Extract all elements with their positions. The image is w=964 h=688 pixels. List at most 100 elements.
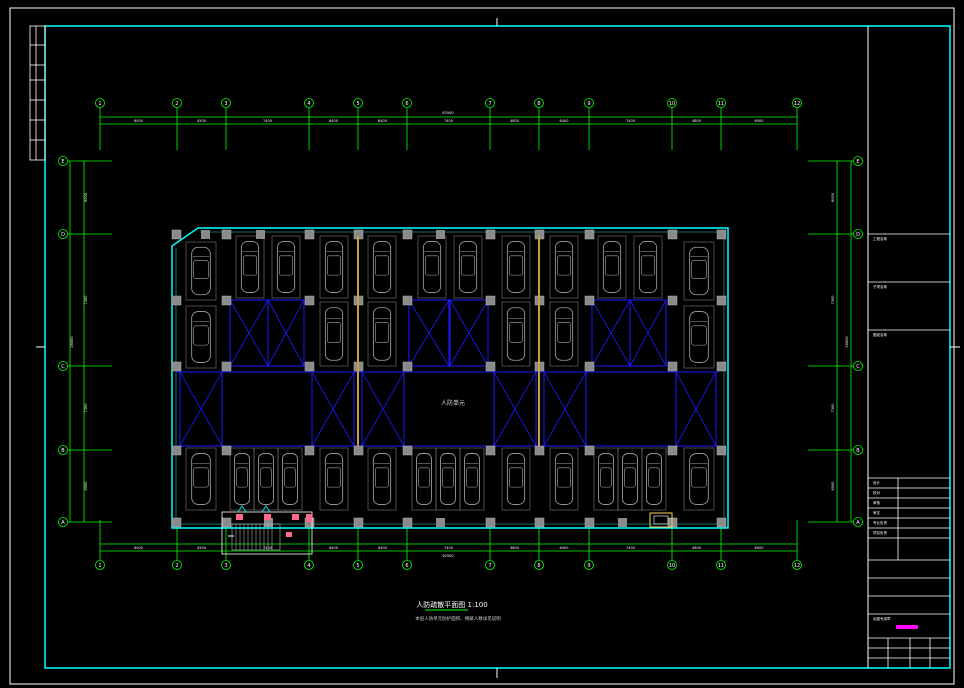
span-dimension: 7400 [626,119,635,123]
structural-column [402,229,413,240]
structural-column [402,295,413,306]
structural-column [584,361,595,372]
axis-bubble [534,560,544,570]
car-icon [689,453,709,505]
zone-cross [179,371,223,447]
car-roof [327,467,341,488]
zone-cross [229,299,269,367]
axis-label: 7 [488,563,491,569]
car-icon [638,241,658,293]
car-roof [624,467,636,488]
structural-column [584,295,595,306]
parking-bay [319,301,349,367]
axis-label: 2 [175,563,178,569]
car-icon [554,241,574,293]
structural-column [304,229,315,240]
parking-bay [683,305,715,369]
axis-label: C [856,364,860,370]
axis-bubble [853,229,863,239]
axis-bubble [792,98,802,108]
axis-label: 9 [587,101,590,107]
span-dimension: 7400 [263,546,272,550]
car-roof [193,325,209,346]
structural-column [618,518,627,527]
axis-label: 1 [98,101,101,107]
car-icon [622,453,638,505]
parking-bay [549,301,579,367]
axis-label: B [61,448,65,454]
structural-column [716,295,727,306]
axis-bubble [853,361,863,371]
parking-bay [367,235,397,299]
car-roof [418,467,430,488]
structural-column [485,295,496,306]
axis-bubble [584,98,594,108]
structural-column [436,230,445,239]
axis-label: 8 [537,563,540,569]
car-roof [375,322,389,343]
car-roof [279,255,293,276]
structural-column [171,445,182,456]
car-icon [372,241,392,293]
sheet-border [9,7,955,685]
building-outline [171,227,729,529]
axis-bubble [485,98,495,108]
car-roof [327,255,341,276]
span-dimension: 6000 [755,546,764,550]
parking-bay [319,235,349,299]
axis-label: 10 [669,101,675,107]
span-dimension: 7300 [84,404,88,413]
axis-label: D [856,232,860,238]
parking-bay [501,235,531,299]
structural-column [221,295,232,306]
axis-bubble [95,98,105,108]
total-dimension: 62500 [442,111,453,115]
axis-bubble [584,560,594,570]
axis-label: 5 [356,101,359,107]
span-dimension: 6000 [831,193,835,202]
car-icon [282,453,298,505]
parking-bay [411,447,437,511]
zone-cross [591,299,631,367]
axis-label: 3 [224,563,227,569]
revision-table [29,25,46,161]
structural-column [171,229,182,240]
axis-label: 4 [307,101,310,107]
title-block-field: 工程名称 [873,236,887,241]
axis-label: 4 [307,563,310,569]
car-icon [191,246,211,296]
structural-column [485,229,496,240]
car-icon [191,311,211,363]
axis-label: 12 [794,101,800,107]
zone-cross [493,371,537,447]
parking-bay [367,301,397,367]
car-icon [440,453,456,505]
structural-column [584,445,595,456]
parking-bay [277,447,303,511]
car-roof [193,260,209,279]
stair-marker [306,514,312,522]
title-block-field: 子项名称 [873,284,887,289]
axis-bubble [353,560,363,570]
axis-bubble [402,98,412,108]
span-dimension: 6000 [755,119,764,123]
span-dimension: 4800 [510,119,519,123]
car-roof [375,255,389,276]
axis-label: 2 [175,101,178,107]
car-icon [506,307,526,361]
axis-label: E [856,159,859,165]
structural-column [667,295,678,306]
parking-bay [319,447,349,511]
stair-marker [292,514,299,520]
axis-bubble [853,156,863,166]
parking-bay [501,447,531,511]
span-dimension: 7400 [626,546,635,550]
axis-label: 9 [587,563,590,569]
structural-column [667,445,678,456]
axis-bubble [58,229,68,239]
parking-bay [549,235,579,299]
car-roof [466,467,478,488]
axis-bubble [58,517,68,527]
axis-bubble [172,98,182,108]
axis-bubble [353,98,363,108]
